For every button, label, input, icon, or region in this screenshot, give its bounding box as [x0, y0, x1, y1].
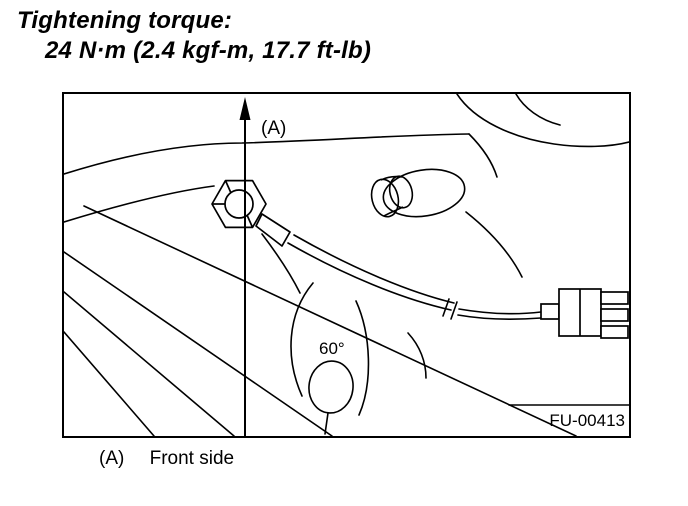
cable-grommet — [450, 301, 458, 320]
panel-opening-and-plug — [370, 168, 466, 218]
sensor-hex-nut — [211, 179, 291, 247]
angle-arc-markings — [290, 282, 427, 435]
connector-terminal — [540, 303, 560, 320]
label-a: (A) — [261, 118, 286, 139]
connector-tooth — [600, 308, 629, 322]
cable-connector — [540, 288, 629, 339]
caption-key: (A) — [99, 448, 125, 469]
connector-tooth — [600, 325, 629, 339]
figure-id: FU-00413 — [549, 411, 625, 430]
cable-grommet — [442, 298, 450, 317]
angle-label: 60° — [319, 339, 345, 358]
sensor-cable — [287, 234, 542, 321]
figure-svg: (A) 60° FU-00413 — [64, 94, 629, 436]
caption-text: Front side — [149, 448, 235, 469]
torque-spec-value: 24 N·m (2.4 kgf-m, 17.7 ft-lb) — [45, 37, 372, 64]
background-panel-lines — [64, 94, 629, 436]
caption: (A) Front side — [99, 448, 234, 470]
connector-tooth — [600, 291, 629, 305]
torque-spec-title: Tightening torque: — [17, 7, 233, 34]
figure-frame: (A) 60° FU-00413 — [62, 92, 631, 438]
sensor-barrel — [255, 213, 291, 247]
up-arrow-head — [239, 97, 251, 120]
front-side-arrow — [239, 97, 251, 436]
